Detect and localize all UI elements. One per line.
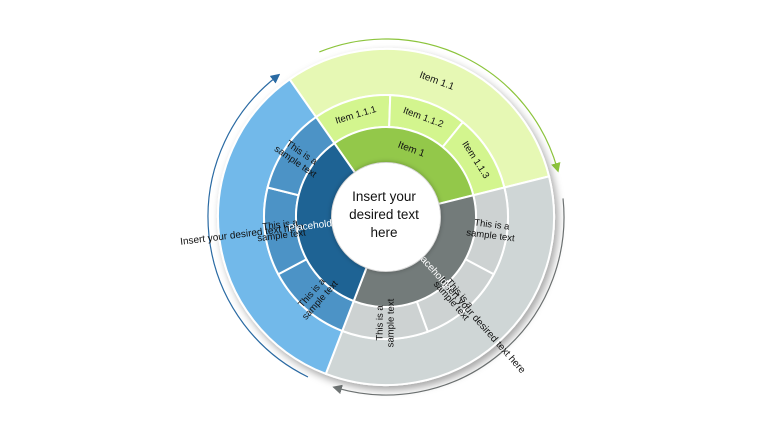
center-text-line: Insert your [352,189,416,204]
middle-segment-label: This is asample text [374,298,396,347]
center-text-line: desired text [349,207,419,222]
center-text-line: here [370,225,398,240]
circular-arrow [319,38,561,173]
arrow-layer [207,38,565,396]
center-text: Insert your desired text here [334,188,434,242]
circular-arrow [332,198,565,396]
circular-arrow [207,73,309,378]
inner-ring [295,126,477,308]
middle-ring [263,94,509,340]
center-circle [332,163,440,271]
